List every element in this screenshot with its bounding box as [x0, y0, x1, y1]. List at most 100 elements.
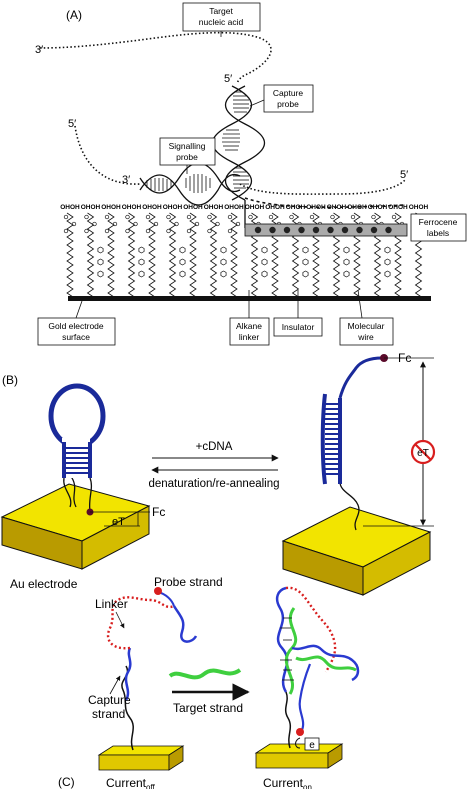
linker-label: Linker	[95, 597, 128, 611]
sam-head-label: OHOH	[388, 204, 408, 211]
molecular-wire-ring	[343, 258, 350, 266]
probe-label-dot-on	[296, 728, 304, 736]
et-on-indicator: e	[295, 737, 320, 751]
ferrocene-dot	[283, 226, 291, 234]
oxygen-ring	[235, 221, 241, 227]
alkane-chain	[66, 212, 74, 298]
probe-label-dot	[154, 587, 162, 595]
insulator-callout-text: Insulator	[282, 322, 315, 332]
probe-strand-label: Probe strand	[154, 575, 223, 589]
signalling-callout-line2: probe	[176, 152, 198, 162]
arrow-back-label: denaturation/re-annealing	[148, 478, 279, 490]
wire-callout-line1: Molecular	[348, 321, 385, 331]
oxygen-ring	[133, 221, 138, 227]
capture-label-line2: strand	[92, 707, 125, 721]
gold-callout-line1: Gold electrode	[48, 321, 104, 331]
ferrocene-callout-line1: Ferrocene	[419, 217, 458, 227]
molecular-wire-ring	[97, 270, 104, 278]
oxygen-ring	[125, 214, 130, 220]
molecular-wire-ring	[97, 246, 104, 254]
electrode-on	[254, 743, 344, 769]
signalling-callout-box	[159, 137, 216, 166]
alkane-chain	[189, 212, 197, 298]
ferrocene-dot	[254, 226, 262, 234]
end-5prime-capture: 5′	[224, 73, 232, 85]
molecular-wire-ring	[138, 258, 145, 266]
oxygen-ring	[112, 221, 118, 227]
oxygen-ring	[125, 228, 130, 234]
et-on-label: e	[309, 740, 315, 751]
ferrocene-dot	[341, 226, 349, 234]
end-3prime-signalling: 3′	[122, 174, 130, 186]
oxygen-ring	[186, 214, 192, 220]
sam-head-label: OHOH	[60, 204, 80, 211]
oxygen-ring	[71, 221, 77, 227]
no-et-symbol: eT	[410, 439, 436, 465]
current-off-sub: off	[146, 783, 156, 789]
sam-head-label: OHOH	[122, 204, 142, 211]
ferrocene-bar	[244, 223, 408, 237]
target-strand-right	[239, 179, 406, 195]
oxygen-ring	[186, 228, 192, 234]
sam-head-label: OHOH	[245, 204, 265, 211]
alkane-chain	[168, 212, 177, 298]
au-electrode-right	[281, 506, 432, 596]
gold-callout-box	[37, 317, 116, 346]
oxygen-ring	[289, 214, 294, 220]
molecular-wire-ring	[302, 258, 309, 266]
oxygen-ring	[145, 214, 151, 220]
ferrocene-callout-box	[410, 213, 467, 242]
oxygen-ring	[330, 214, 335, 220]
ferrocene-dot	[298, 226, 305, 234]
ferrocene-dot	[385, 226, 392, 234]
panel-a: (A) Target nucleic acid 3′ 5′	[35, 2, 467, 346]
molecular-wire-ring	[384, 270, 391, 278]
sam-head-label: OHOH	[409, 204, 429, 211]
oxygen-ring	[227, 228, 233, 234]
molecular-wire-ring	[179, 270, 186, 278]
duplex-open	[320, 354, 388, 531]
capture-strand-left	[121, 665, 134, 751]
panel-c: Linker Probe strand Capture strand Targe…	[58, 575, 360, 789]
sam-head-label: OHOH	[265, 204, 285, 211]
target-strand-wave	[168, 668, 242, 680]
hairpin-closed	[48, 383, 106, 516]
ferrocene-dot	[356, 226, 363, 234]
molecular-wire-ring	[261, 246, 268, 254]
end-3prime-top: 3′	[35, 44, 43, 56]
oxygen-ring	[309, 214, 315, 220]
et-label-left: eT	[112, 516, 125, 528]
molecular-wire-ring	[302, 270, 309, 278]
oxygen-ring	[371, 214, 376, 220]
molecular-wire-ring	[384, 258, 391, 266]
current-on-base: Current	[263, 776, 304, 789]
panel-b-label: (B)	[2, 373, 18, 387]
tether-dashed	[244, 197, 406, 209]
oxygen-ring	[104, 214, 110, 220]
current-off-label: Currentoff	[106, 776, 156, 789]
au-electrode-label: Au electrode	[10, 577, 78, 591]
molecular-wire-ring	[343, 270, 350, 278]
capture-callout-box	[263, 84, 314, 113]
target-callout-line1: Target	[209, 6, 233, 16]
gold-electrode-bar	[68, 296, 431, 301]
oxygen-ring	[84, 214, 89, 220]
ferrocene-labels	[254, 226, 392, 234]
sam-head-label: OHOH	[101, 204, 121, 211]
molecular-wire-ring	[138, 270, 145, 278]
sam-head-label: OHOH	[81, 204, 101, 211]
panel-b: (B) Fc eT Au electrode	[0, 351, 436, 596]
oxygen-ring	[166, 228, 171, 234]
alkane-chain	[107, 212, 115, 298]
oxygen-ring	[215, 221, 220, 227]
panel-a-label: (A)	[66, 8, 82, 22]
molecular-wire-ring	[343, 246, 350, 254]
alkane-callout-box	[229, 317, 270, 346]
oxygen-ring	[207, 214, 212, 220]
electrode-off	[97, 745, 185, 771]
molecular-wire-ring	[97, 258, 104, 266]
fc-label-right: Fc	[398, 351, 411, 365]
molecular-wire-ring	[261, 270, 268, 278]
molecular-wire-ring	[138, 246, 145, 254]
